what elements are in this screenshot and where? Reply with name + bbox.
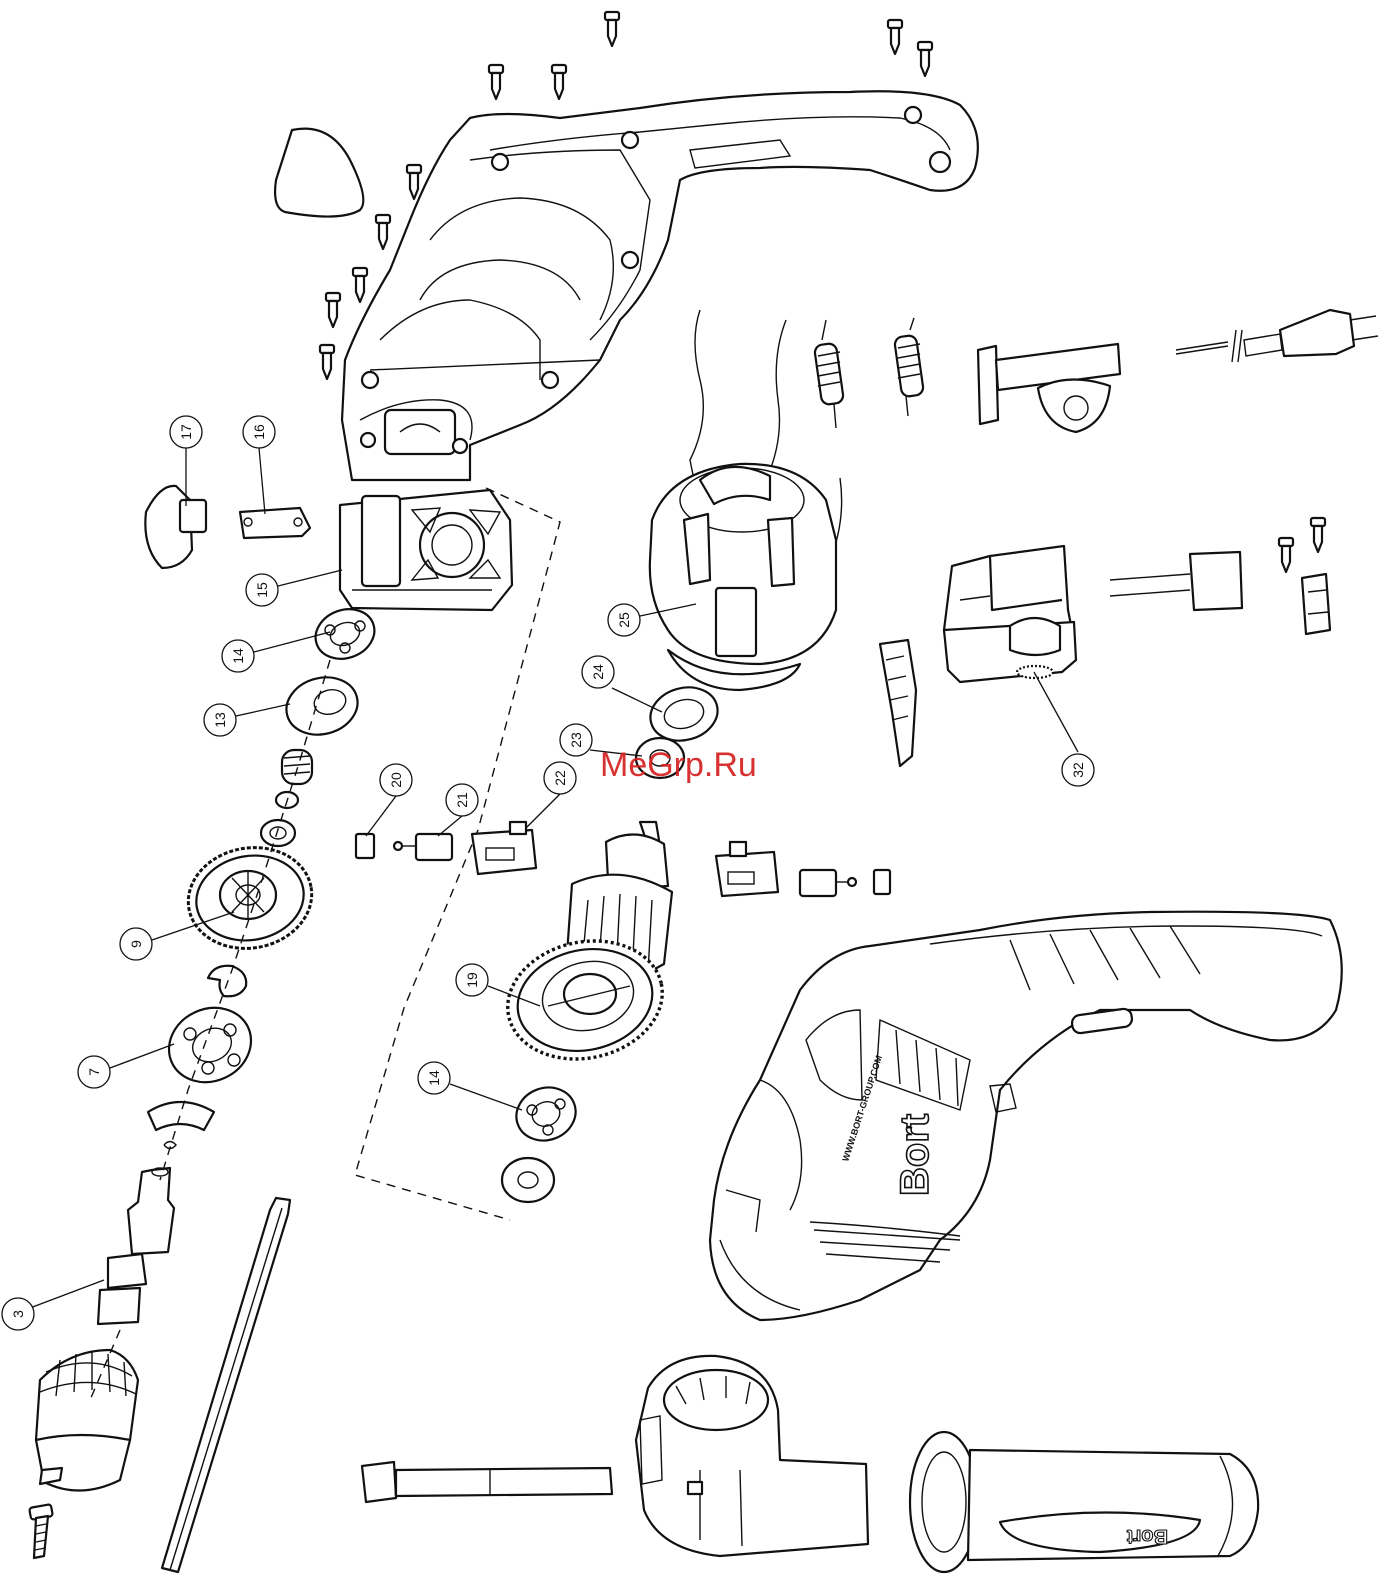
screw xyxy=(320,345,334,379)
screw xyxy=(376,215,390,249)
svg-text:16: 16 xyxy=(251,424,267,440)
screw xyxy=(353,268,367,302)
svg-text:20: 20 xyxy=(388,772,404,788)
label-plate xyxy=(275,129,363,217)
circlip xyxy=(208,966,246,997)
brush-spring-left xyxy=(814,320,844,428)
callout-14-upper: 14 xyxy=(222,640,254,672)
brush-holder-plate xyxy=(340,490,512,610)
gear-9 xyxy=(180,838,319,958)
callout-32: 32 xyxy=(1062,754,1094,786)
svg-text:9: 9 xyxy=(128,940,144,948)
svg-text:25: 25 xyxy=(616,612,632,628)
screw xyxy=(552,65,566,99)
cord-clip xyxy=(1302,574,1330,634)
svg-text:21: 21 xyxy=(454,792,470,808)
callout-19: 19 xyxy=(456,964,488,996)
side-handle-bolt xyxy=(362,1462,612,1502)
washer-13 xyxy=(280,670,364,743)
power-plug xyxy=(1176,310,1378,362)
screw xyxy=(888,20,902,54)
depth-rod xyxy=(162,1198,290,1572)
callout-25: 25 xyxy=(608,604,640,636)
brush-20 xyxy=(356,834,374,858)
callout-24: 24 xyxy=(582,656,614,688)
svg-text:24: 24 xyxy=(590,664,606,680)
screw xyxy=(407,165,421,199)
svg-text:7: 7 xyxy=(86,1068,102,1076)
body-logo: Bort xyxy=(893,1114,937,1196)
terminal-16 xyxy=(240,508,310,538)
drill-chuck xyxy=(36,1350,138,1491)
screw xyxy=(1311,518,1325,552)
callout-16: 16 xyxy=(243,416,275,448)
spindle-3 xyxy=(98,1168,174,1324)
assembled-drill: Bort WWW.BORT-GROUP.COM xyxy=(710,912,1342,1320)
svg-text:13: 13 xyxy=(212,712,228,728)
carbon-brush-21 xyxy=(394,834,452,860)
chuck-screw xyxy=(29,1504,53,1558)
washer xyxy=(261,820,295,846)
bearing-14-lower xyxy=(509,1079,583,1148)
handle-logo: Bort xyxy=(1127,1525,1168,1547)
brush-holder-right xyxy=(716,842,778,896)
callout-17: 17 xyxy=(170,416,202,448)
brush-holder-22 xyxy=(472,822,536,874)
screw xyxy=(918,42,932,76)
screw xyxy=(1279,538,1293,572)
callout-23: 23 xyxy=(560,724,592,756)
switch-block-17 xyxy=(180,500,206,532)
callout-13: 13 xyxy=(204,704,236,736)
switch-32 xyxy=(944,546,1076,682)
svg-text:15: 15 xyxy=(254,582,270,598)
svg-text:19: 19 xyxy=(464,972,480,988)
svg-text:17: 17 xyxy=(178,424,194,440)
side-handle-grip: Bort xyxy=(910,1432,1258,1572)
callout-15: 15 xyxy=(246,574,278,606)
callout-20: 20 xyxy=(380,764,412,796)
callout-3: 3 xyxy=(2,1298,34,1330)
bearing-shell xyxy=(148,1102,214,1130)
trigger-lock xyxy=(880,640,916,766)
spring xyxy=(282,750,312,784)
cable-to-switch xyxy=(1110,552,1242,610)
callout-14-lower: 14 xyxy=(418,1062,450,1094)
svg-text:3: 3 xyxy=(10,1310,26,1318)
field-coil-25 xyxy=(650,310,842,690)
screw xyxy=(489,65,503,99)
brush-right-small xyxy=(874,870,890,894)
washer-lower xyxy=(502,1158,554,1202)
screw xyxy=(605,12,619,46)
svg-text:14: 14 xyxy=(426,1070,442,1086)
callout-21: 21 xyxy=(446,784,478,816)
callout-22: 22 xyxy=(544,762,576,794)
screw xyxy=(326,293,340,327)
svg-text:23: 23 xyxy=(568,732,584,748)
svg-text:14: 14 xyxy=(230,648,246,664)
handle-clamp-ring xyxy=(636,1356,868,1556)
cord-guard xyxy=(978,344,1120,432)
housing-half xyxy=(342,91,978,480)
svg-text:32: 32 xyxy=(1070,762,1086,778)
callout-9: 9 xyxy=(120,928,152,960)
svg-text:22: 22 xyxy=(552,770,568,786)
bearing-14-upper xyxy=(309,601,382,667)
callout-7: 7 xyxy=(78,1056,110,1088)
carbon-brush-right xyxy=(800,870,856,896)
watermark: MeGrp.Ru xyxy=(600,746,757,784)
brush-spring-right xyxy=(894,318,924,416)
